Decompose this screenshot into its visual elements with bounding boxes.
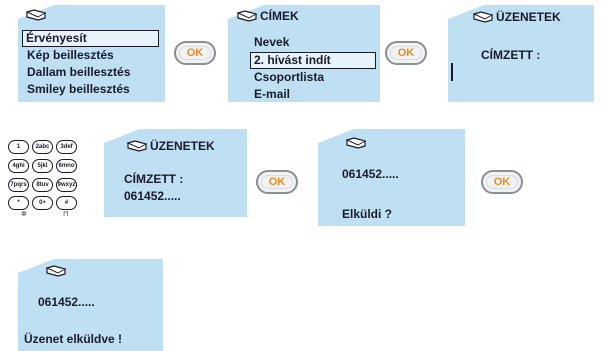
envelope-icon xyxy=(46,265,66,277)
recipient-label: CÍMZETT : xyxy=(481,48,541,62)
key-hash[interactable]: # xyxy=(56,196,77,210)
screen-uzenetek-empty: ÜZENETEK CÍMZETT : xyxy=(448,5,594,102)
menu-item-hivast-indit[interactable]: 2. hívást indít xyxy=(250,52,376,69)
screen-message-options: Érvényesít Kép beillesztés Dallam beille… xyxy=(18,5,165,102)
ok-button[interactable]: OK xyxy=(481,170,523,194)
menu-item-dallam-beillesztes[interactable]: Dallam beillesztés xyxy=(27,65,131,79)
menu-item-ervenyesit[interactable]: Érvényesít xyxy=(22,30,159,47)
envelope-icon xyxy=(127,140,147,152)
screen-title: ÜZENETEK xyxy=(150,139,215,153)
menu-item-kep-beillesztes[interactable]: Kép beillesztés xyxy=(27,48,114,62)
screen-title: CÍMEK xyxy=(260,9,299,23)
menu-item-nevek[interactable]: Nevek xyxy=(254,35,290,49)
key-1[interactable]: 1 xyxy=(8,140,29,154)
key-7[interactable]: 7pqrs xyxy=(8,178,29,192)
sun-icon: ✲ xyxy=(21,211,27,218)
screen-message-sent: 061452..... Üzenet elküldve ! xyxy=(18,259,163,351)
key-5[interactable]: 5jkl xyxy=(32,159,53,173)
screen-cimek: CÍMEK Nevek 2. hívást indít Csoportlista… xyxy=(228,5,380,102)
envelope-icon xyxy=(346,137,366,149)
key-9[interactable]: 9wxyz xyxy=(56,178,77,192)
send-prompt: Elküldi ? xyxy=(342,207,393,221)
key-8[interactable]: 8tuv xyxy=(32,178,53,192)
ok-button[interactable]: OK xyxy=(385,41,427,65)
screen-header: CÍMEK xyxy=(237,9,299,23)
key-4[interactable]: 4ghi xyxy=(8,159,29,173)
menu-item-smiley-beillesztes[interactable]: Smiley beillesztés xyxy=(27,82,130,96)
key-3[interactable]: 3def xyxy=(56,140,77,154)
envelope-icon xyxy=(26,9,46,21)
envelope-icon xyxy=(237,10,257,22)
menu-item-csoportlista[interactable]: Csoportlista xyxy=(254,70,325,84)
screen-uzenetek-number: ÜZENETEK CÍMZETT : 061452..... xyxy=(104,129,247,217)
text-cursor xyxy=(451,63,453,81)
key-2[interactable]: 2abc xyxy=(32,140,53,154)
recipient-number: 061452..... xyxy=(124,189,181,203)
screen-header xyxy=(346,137,366,149)
screen-send-confirm: 061452..... Elküldi ? xyxy=(318,129,465,226)
ok-button[interactable]: OK xyxy=(174,41,216,65)
phone-number: 061452..... xyxy=(342,167,399,181)
screen-header: ÜZENETEK xyxy=(127,139,215,153)
screen-header: ÜZENETEK xyxy=(473,10,561,24)
key-6[interactable]: 6mno xyxy=(56,159,77,173)
screen-title: ÜZENETEK xyxy=(496,10,561,24)
key-star[interactable]: * xyxy=(8,196,29,210)
ok-button[interactable]: OK xyxy=(256,170,298,194)
lock-icon: ⊓ xyxy=(63,211,69,218)
recipient-label: CÍMZETT : xyxy=(124,172,184,186)
phone-keypad: 1 2abc 3def 4ghi 5jkl 6mno 7pqrs 8tuv 9w… xyxy=(2,140,82,218)
phone-number: 061452..... xyxy=(38,295,95,309)
screen-header xyxy=(46,265,66,277)
screen-header xyxy=(26,9,46,21)
envelope-icon xyxy=(473,11,493,23)
key-0[interactable]: 0+ xyxy=(32,196,53,210)
sent-status: Üzenet elküldve ! xyxy=(24,332,123,346)
menu-item-email[interactable]: E-mail xyxy=(254,87,291,101)
